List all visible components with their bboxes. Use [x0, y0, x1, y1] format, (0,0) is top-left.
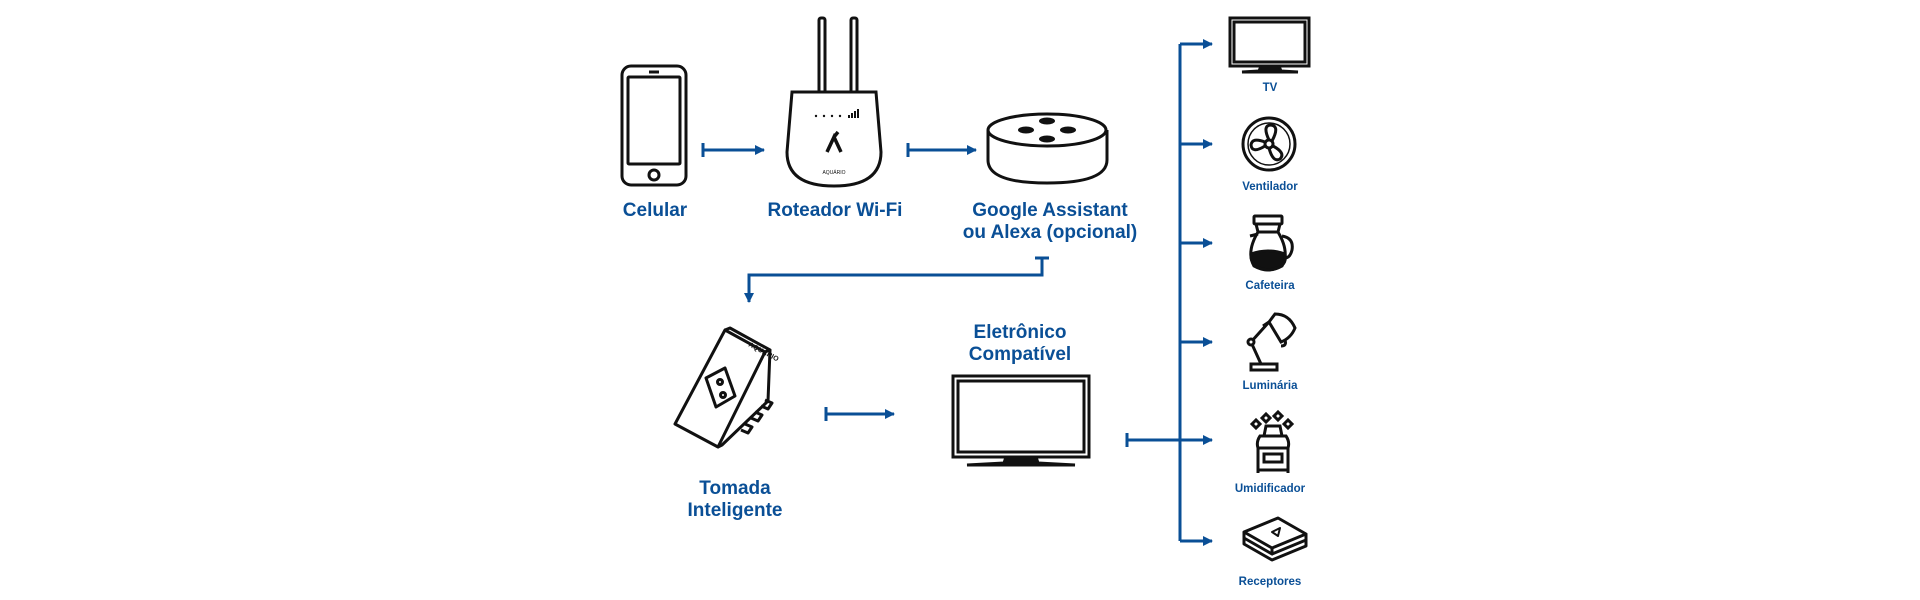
arrow-speaker-to-plug [744, 256, 1049, 303]
smart-plug-icon: AQUÁRIO [673, 326, 781, 449]
device-cafeteira [1242, 214, 1298, 274]
arrow-device-to-devices [1125, 39, 1213, 546]
smart-speaker-icon [986, 112, 1109, 185]
device-luminaria [1245, 312, 1299, 372]
arrow-router-to-speaker [906, 143, 977, 157]
device-receptores [1238, 516, 1310, 568]
label-celular: Celular [622, 200, 688, 221]
label-tv: TV [1262, 82, 1278, 94]
device-umidificador [1248, 409, 1298, 474]
node-assistente [985, 112, 1110, 185]
node-eletronico [951, 374, 1091, 470]
label-eletronico: Eletrônico Compatível [968, 322, 1072, 365]
arrow-phone-to-router [701, 143, 765, 157]
arrow-plug-to-device [824, 407, 895, 421]
node-celular [620, 64, 690, 189]
label-cafeteira: Cafeteira [1245, 280, 1295, 292]
humidifier-icon [1249, 409, 1295, 473]
smartphone-icon [620, 64, 688, 187]
coffee-maker-icon [1249, 214, 1294, 272]
fan-icon [1241, 116, 1297, 172]
label-umidificador: Umidificador [1234, 483, 1306, 495]
label-roteador: Roteador Wi-Fi [767, 200, 903, 221]
label-receptores: Receptores [1238, 576, 1302, 588]
node-roteador: AQUÁRIO [784, 16, 884, 188]
node-tomada: AQUÁRIO [672, 326, 797, 451]
label-ventilador: Ventilador [1242, 181, 1298, 193]
monitor-icon [951, 374, 1091, 467]
label-assistente: Google Assistant ou Alexa (opcional) [962, 200, 1138, 243]
device-tv [1228, 16, 1312, 74]
router-icon: AQUÁRIO [785, 16, 883, 188]
svg-text:AQUÁRIO: AQUÁRIO [822, 169, 845, 176]
label-tomada: Tomada Inteligente [687, 478, 783, 521]
device-ventilador [1240, 116, 1300, 173]
tv-icon [1228, 16, 1311, 74]
label-luminaria: Luminária [1242, 380, 1298, 392]
desk-lamp-icon [1246, 312, 1297, 372]
receiver-box-icon [1242, 516, 1308, 562]
